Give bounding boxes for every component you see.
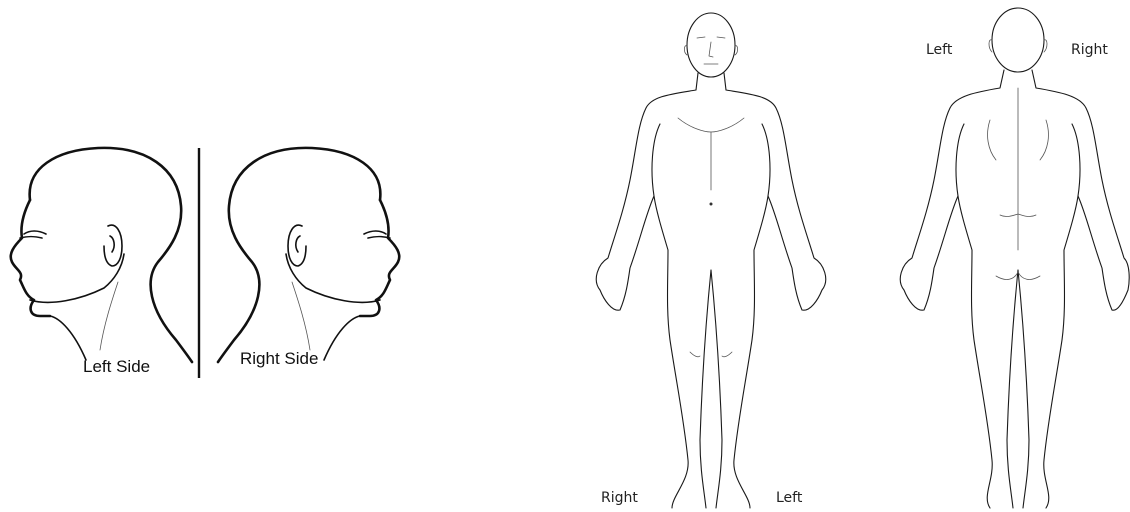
front-right-label: Right [601,490,638,506]
front-left-label: Left [776,490,802,506]
back-left-label: Left [926,42,952,58]
left-side-label: Left Side [83,357,150,377]
back-right-label: Right [1071,42,1108,58]
right-side-label: Right Side [240,349,318,369]
left-side-head-figure [11,148,192,362]
right-side-head-figure [218,148,399,362]
back-body-figure [900,8,1129,508]
front-body-figure [596,13,825,508]
